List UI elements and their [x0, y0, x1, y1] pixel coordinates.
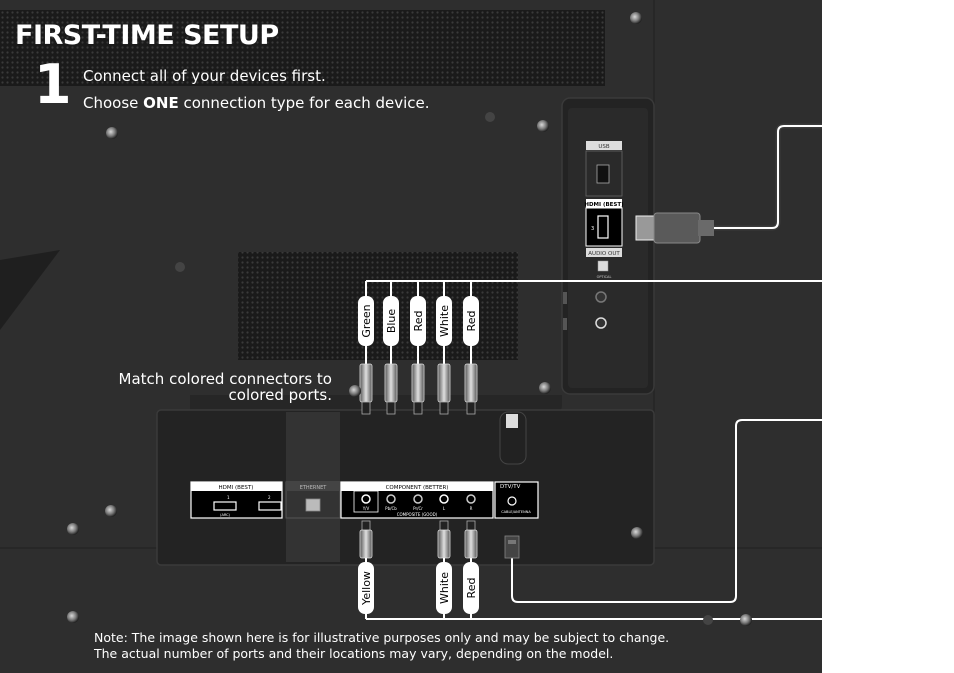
- side-hdmi-port-number: 3: [591, 226, 594, 232]
- match-colors-callout: Match colored connectors to colored port…: [118, 370, 332, 404]
- lower-port-panel: HDMI (BEST) 1 2 (ARC) ETHERNET COMPONENT…: [190, 481, 539, 519]
- cable-label-red-composite: Red: [465, 578, 478, 599]
- cable-label-yellow: Yellow: [360, 571, 373, 606]
- screw-icon: [67, 523, 79, 535]
- side-port-panel: USB HDMI (BEST) 3 AUDIO OUT OPTICAL: [563, 141, 624, 330]
- instruction-prefix: Choose: [83, 94, 144, 112]
- screw-icon: [740, 614, 752, 626]
- antenna-jack: [507, 496, 517, 506]
- side-hdmi-port: [597, 215, 609, 239]
- side-hdmi-label: HDMI (BEST): [584, 202, 624, 208]
- jack-r-label: R: [470, 506, 473, 511]
- jack-l-label: L: [443, 506, 446, 511]
- screw-icon: [67, 611, 79, 623]
- cable-label-red-audio: Red: [465, 311, 478, 332]
- jack-pb-label: Pb/Cb: [385, 506, 397, 511]
- instruction-suffix: connection type for each device.: [178, 94, 430, 112]
- screw-icon: [539, 382, 551, 394]
- step-number: 1: [34, 53, 72, 116]
- side-audio-out-label: AUDIO OUT: [588, 251, 620, 257]
- usb-port: [596, 164, 610, 184]
- ethernet-label: ETHERNET: [300, 485, 328, 491]
- hdmi-arc-label: (ARC): [220, 513, 230, 517]
- disclaimer-note-line-2: The actual number of ports and their loc…: [94, 646, 614, 661]
- jack-pr-label: Pr/Cr: [413, 506, 423, 511]
- composite-cable-group: Yellow White Red: [358, 520, 520, 619]
- cable-label-green: Green: [360, 304, 373, 337]
- hdmi-port-1: [213, 501, 237, 511]
- component-label: COMPONENT (BETTER): [386, 485, 449, 491]
- cable-label-white: White: [438, 305, 451, 337]
- dtv-label: DTV/TV: [500, 484, 521, 490]
- jack-l: [439, 494, 449, 504]
- screw-icon: [703, 615, 713, 625]
- step-instruction-1: Connect all of your devices first.: [83, 67, 326, 85]
- screw-icon: [485, 112, 495, 122]
- hdmi-port-1-number: 1: [227, 495, 230, 500]
- coax-cable: [511, 419, 954, 603]
- screw-icon: [106, 127, 118, 139]
- instruction-emphasis: ONE: [143, 94, 179, 112]
- screws: [67, 12, 752, 626]
- hdmi-port-2: [258, 501, 282, 511]
- cable-label-blue: Blue: [385, 309, 398, 334]
- optical-label: OPTICAL: [597, 275, 612, 279]
- screw-icon: [175, 262, 185, 272]
- disclaimer-note-line-1: Note: The image shown here is for illust…: [94, 630, 670, 645]
- cable-label-white-composite: White: [438, 572, 451, 604]
- screw-icon: [537, 120, 549, 132]
- component-cable-group: Green Blue Red White Red: [358, 281, 479, 415]
- coax-connector: [504, 535, 520, 559]
- page-background: [822, 0, 954, 673]
- antenna-label: CABLE/ANTENNA: [501, 510, 531, 514]
- optical-port: [597, 260, 609, 272]
- jack-pb: [386, 494, 396, 504]
- cable-label-red: Red: [412, 311, 425, 332]
- jack-y: [361, 494, 371, 504]
- page-title: FIRST-TIME SETUP: [15, 20, 279, 51]
- screw-icon: [349, 385, 361, 397]
- jack-r: [466, 494, 476, 504]
- hdmi-port-2-number: 2: [268, 495, 271, 500]
- side-usb-label: USB: [598, 144, 610, 150]
- step-instruction-2: Choose ONE connection type for each devi…: [83, 94, 430, 112]
- jack-pr: [413, 494, 423, 504]
- composite-label: COMPOSITE (GOOD): [397, 512, 438, 517]
- jack-y-label: Y/V: [362, 506, 370, 511]
- screw-icon: [631, 527, 643, 539]
- side-audio-jack-1: [595, 291, 607, 303]
- hdmi-best-label: HDMI (BEST): [219, 485, 254, 491]
- screw-icon: [630, 12, 642, 24]
- side-audio-jack-2: [595, 317, 607, 329]
- top-vent: [0, 10, 605, 86]
- tv-stand-shadow: [0, 250, 60, 330]
- hdmi-cable: [635, 123, 954, 244]
- screw-icon: [105, 505, 117, 517]
- ethernet-port: [305, 498, 321, 512]
